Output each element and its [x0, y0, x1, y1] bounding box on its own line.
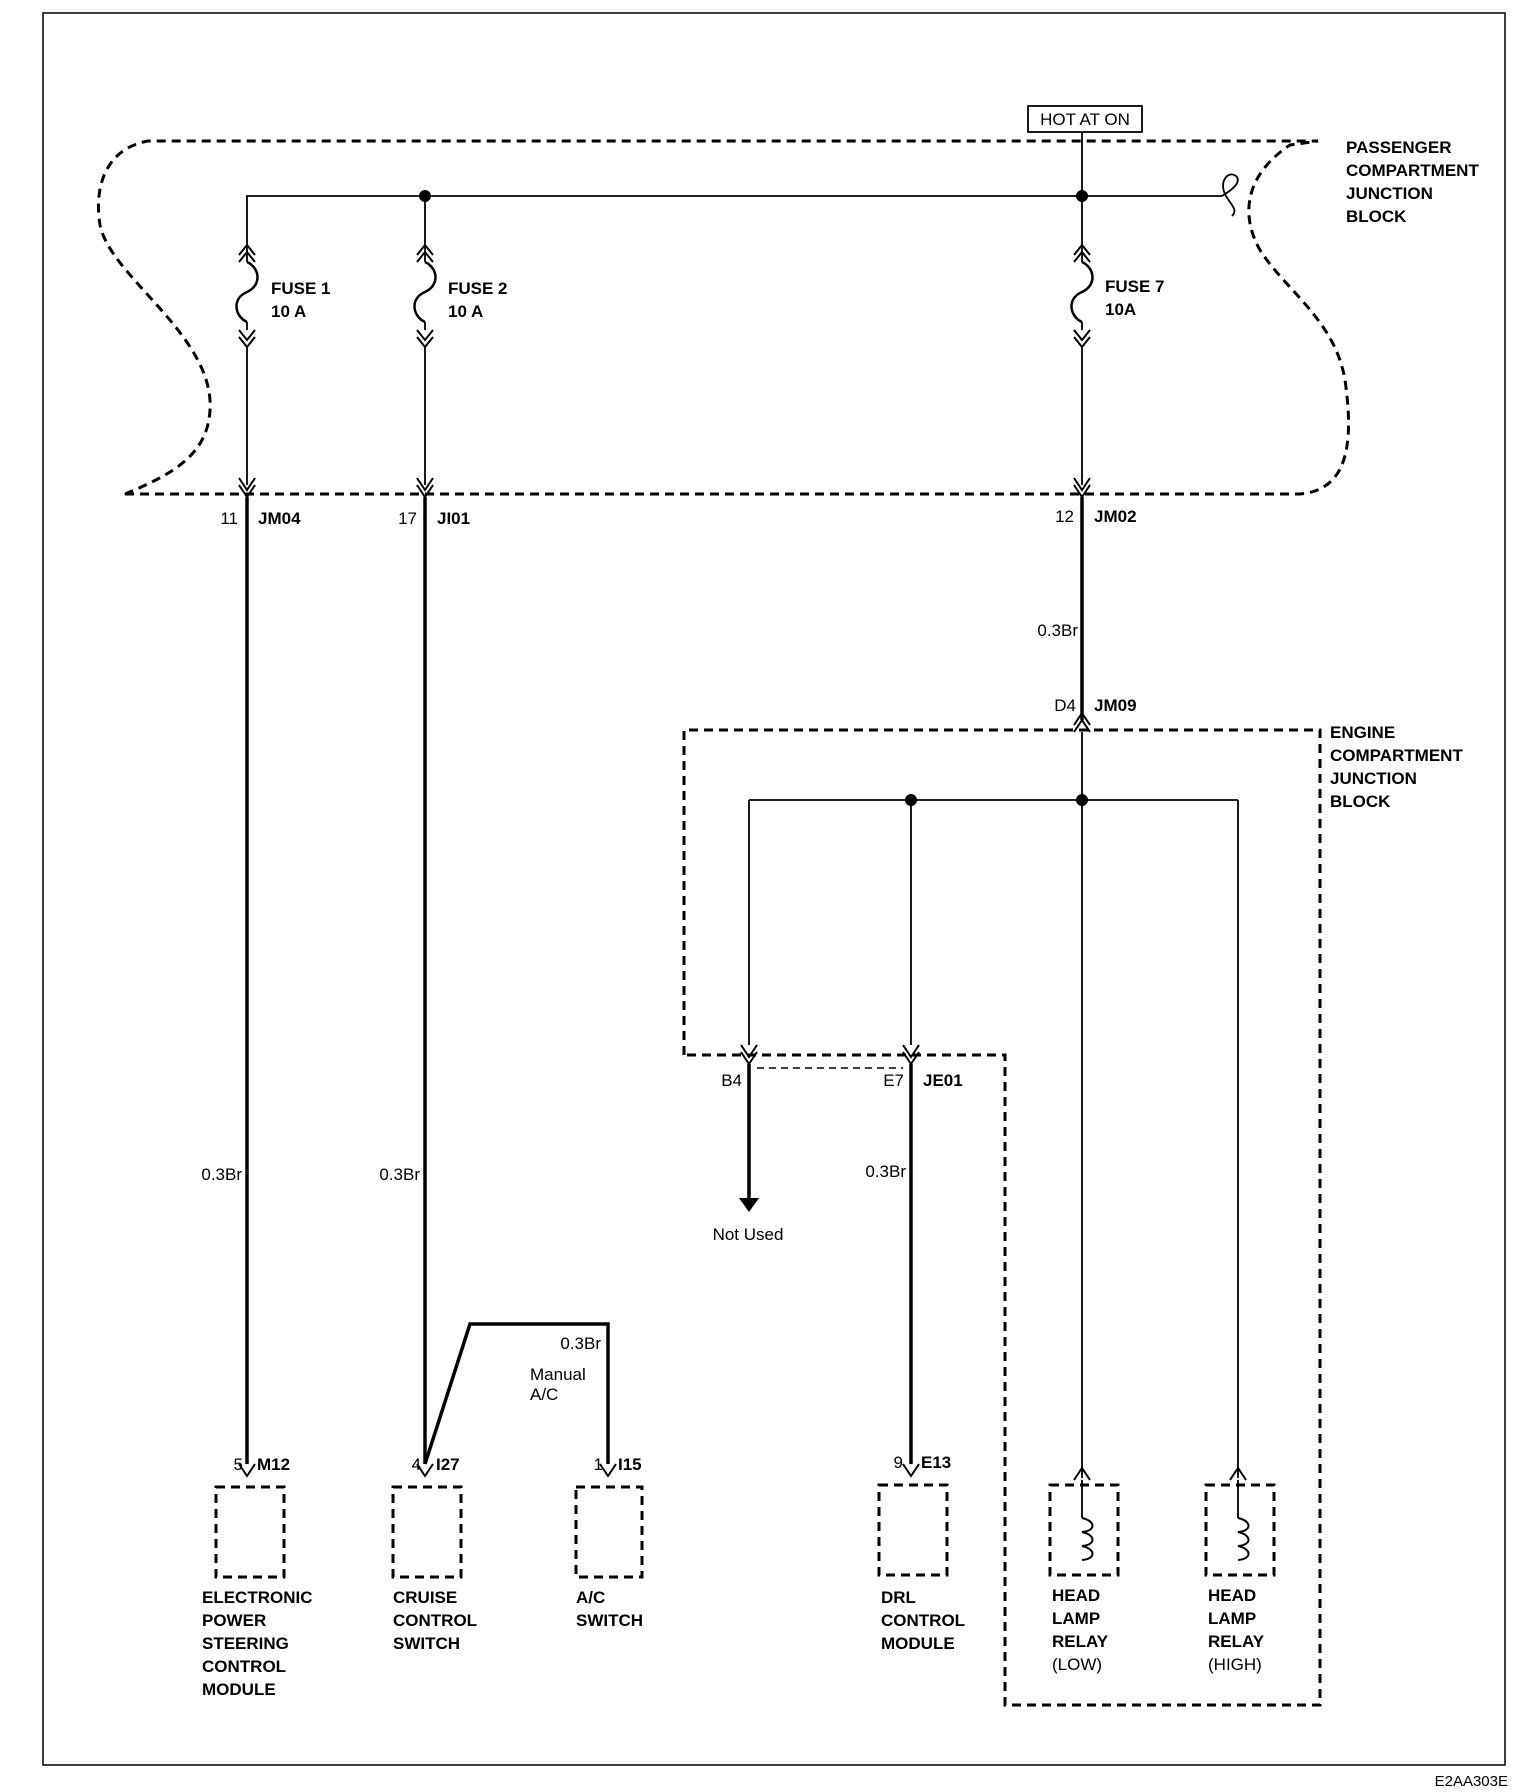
ji01-connector-icon — [416, 477, 434, 492]
je01-connector-icon — [902, 1044, 920, 1059]
fuse7-rating: 10A — [1105, 300, 1136, 319]
relay-low-label: HEAD LAMP RELAY (LOW) — [1052, 1586, 1113, 1674]
jm09-connector-icon — [1073, 711, 1091, 726]
m12-connector-icon — [238, 1463, 256, 1478]
jm09-connector-icon-inner — [1073, 718, 1091, 733]
power-source-label: HOT AT ON — [1040, 110, 1130, 129]
wire-jm04-spec: 0.3Br — [201, 1165, 242, 1184]
ac-switch-label: A/C SWITCH — [576, 1588, 643, 1630]
fuse2-bottom-terminal-outer — [416, 329, 434, 342]
wire-je01-spec: 0.3Br — [865, 1162, 906, 1181]
jm04-pin: 11 — [220, 509, 238, 528]
passenger-junction-block-label: PASSENGER COMPARTMENT JUNCTION BLOCK — [1346, 138, 1484, 226]
not-used-label: Not Used — [713, 1225, 784, 1244]
wire-jm02-spec: 0.3Br — [1037, 621, 1078, 640]
m12-pin: 5 — [234, 1455, 243, 1474]
ac-switch-box — [574, 1485, 644, 1579]
i15-pin: 1 — [594, 1455, 603, 1474]
eps-module-label: ELECTRONIC POWER STEERING CONTROL MODULE — [202, 1588, 317, 1699]
ji01-pin: 17 — [398, 509, 417, 528]
ji01-id: JI01 — [437, 509, 470, 528]
je01-id: JE01 — [923, 1071, 963, 1090]
jm09-pin: D4 — [1054, 696, 1076, 715]
jm04-connector-icon — [238, 477, 256, 492]
engine-junction-block-outline — [682, 728, 1322, 1707]
b4-pin: B4 — [721, 1071, 742, 1090]
m12-id: M12 — [257, 1455, 290, 1474]
cruise-switch-label: CRUISE CONTROL SWITCH — [393, 1588, 481, 1653]
i27-connector-icon — [416, 1463, 434, 1478]
je01-pin: E7 — [883, 1071, 904, 1090]
relay-high-terminal-icon — [1229, 1466, 1247, 1481]
relay-low-terminal-icon — [1073, 1466, 1091, 1481]
wire-ac-switch — [423, 1322, 610, 1465]
fuse1-bottom-terminal-outer — [238, 329, 256, 342]
relay-low-coil-icon — [1081, 1517, 1094, 1561]
hot-at-on-box — [1027, 105, 1143, 133]
fuse2-rating: 10 A — [448, 302, 483, 321]
b4-connector-icon — [740, 1044, 758, 1059]
jm04-id: JM04 — [258, 509, 301, 528]
i27-id: I27 — [436, 1455, 460, 1474]
wire-ac-spec: 0.3Br — [560, 1334, 601, 1353]
fuse2-icon — [413, 260, 437, 324]
fuse7-icon — [1070, 260, 1094, 324]
e13-pin: 9 — [894, 1453, 903, 1472]
e13-connector-icon — [902, 1463, 920, 1478]
jm02-connector-icon — [1073, 477, 1091, 492]
fuse2-name: FUSE 2 — [448, 279, 508, 298]
ac-note-line2: A/C — [530, 1385, 558, 1404]
relay-low-box — [1048, 1483, 1120, 1577]
i15-id: I15 — [618, 1455, 642, 1474]
ac-note-line1: Manual — [530, 1365, 586, 1384]
i15-connector-icon — [599, 1463, 617, 1478]
jm02-id: JM02 — [1094, 507, 1137, 526]
i27-pin: 4 — [412, 1455, 421, 1474]
drl-module-label: DRL CONTROL MODULE — [881, 1588, 969, 1653]
engine-junction-block-label: ENGINE COMPARTMENT JUNCTION BLOCK — [1330, 723, 1468, 811]
fuse1-rating: 10 A — [271, 302, 306, 321]
jm02-pin: 12 — [1055, 507, 1074, 526]
fuse7-name: FUSE 7 — [1105, 277, 1165, 296]
passenger-bus-bar — [246, 195, 1222, 216]
fuse1-icon — [235, 260, 259, 324]
diagram-frame — [42, 12, 1506, 1766]
diagram-code: E2AA303E — [1435, 1773, 1508, 1790]
fuse1-name: FUSE 1 — [271, 279, 331, 298]
fuse7-bottom-terminal-outer — [1073, 329, 1091, 342]
drl-module-box — [877, 1483, 949, 1577]
relay-high-label: HEAD LAMP RELAY (HIGH) — [1208, 1586, 1269, 1674]
relay-high-coil-icon — [1237, 1517, 1250, 1561]
jm09-id: JM09 — [1094, 696, 1137, 715]
relay-high-box — [1204, 1483, 1276, 1577]
passenger-junction-block-outline — [96, 139, 1351, 496]
not-used-arrow-icon — [739, 1198, 759, 1212]
e13-id: E13 — [921, 1453, 951, 1472]
cruise-switch-box — [391, 1485, 463, 1579]
eps-module-box — [214, 1485, 286, 1579]
bus-fuse-continuation — [1221, 173, 1239, 217]
wire-ji01-spec: 0.3Br — [379, 1165, 420, 1184]
